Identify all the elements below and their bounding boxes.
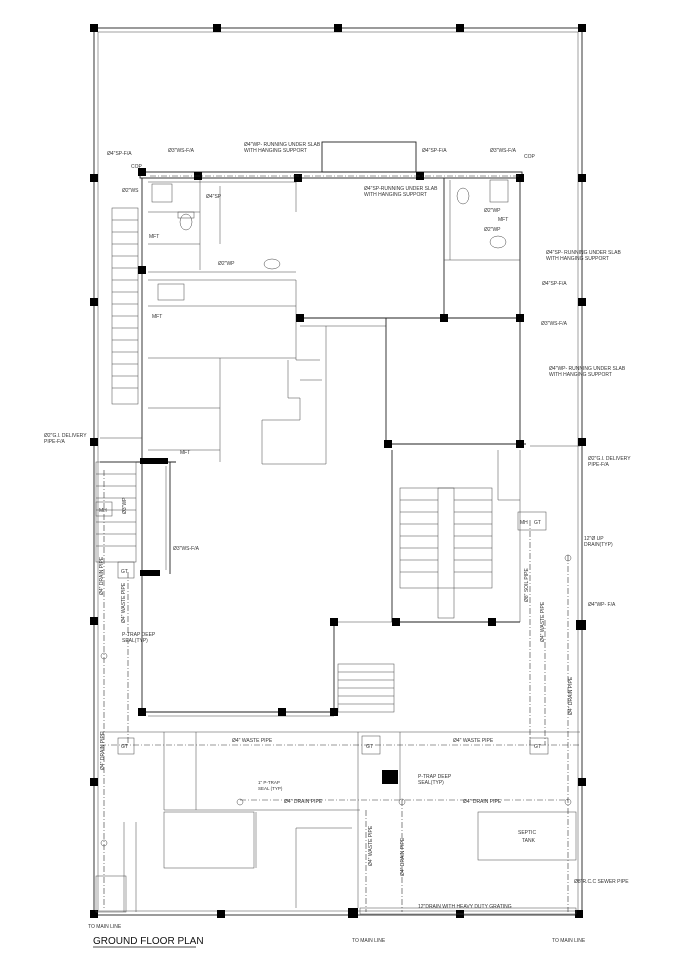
label-gt-mid-right: GT — [534, 520, 541, 526]
label-wp-running-right-b: WITH HANGING SUPPORT — [549, 372, 612, 378]
label-sp-running-right: Ø4"SP- RUNNING UNDER SLAB — [546, 250, 622, 256]
label-gi-delivery-right: Ø2"G.I. DELIVERY — [588, 456, 631, 462]
label-drain-pipe-v: Ø4" DRAIN PIPE — [400, 837, 406, 876]
label-ws-left-1: Ø2"WS — [122, 188, 139, 194]
label-to-main-mid: TO MAIN LINE — [352, 938, 386, 944]
stair-left-upper — [111, 207, 139, 405]
label-to-main-left: TO MAIN LINE — [88, 924, 122, 930]
label-gt-row-1: GT — [121, 744, 128, 750]
label-gt-row-3: GT — [534, 744, 541, 750]
label-ws-fa-mid: Ø3"WS-F/A — [173, 546, 200, 552]
label-sp-running-right-b: WITH HANGING SUPPORT — [546, 256, 609, 262]
label-drain-grating: 12"DRAIN WITH HEAVY DUTY GRATING — [418, 904, 512, 910]
fixtures — [151, 179, 509, 301]
label-gt-row-2: GT — [366, 744, 373, 750]
interior-columns — [138, 168, 524, 784]
label-wp-running-right: Ø4"WP- RUNNING UNDER SLAB — [549, 366, 626, 372]
stair-center — [399, 487, 493, 619]
label-gi-delivery-right-b: PIPE-F/A — [588, 462, 610, 468]
label-ptrap-mid: P-TRAP DEEP — [418, 774, 452, 780]
label-ptrap-left-b: SEAL(TYP) — [122, 638, 148, 644]
lower-yard — [95, 731, 580, 915]
label-drain-pipe-left-2: Ø4" DRAIN PIPE — [100, 731, 106, 770]
label-up-drain: 12"Ø UP — [584, 536, 604, 542]
label-ws-fa-top-right: Ø3"WS-F/A — [490, 148, 517, 154]
label-wp-right-1: Ø2"WP — [484, 208, 501, 214]
label-sp-left: Ø4"SP — [206, 194, 222, 200]
label-wp-left: Ø2"WP — [218, 261, 235, 267]
plot-boundary — [93, 27, 583, 916]
label-mft-2: MFT — [498, 217, 508, 223]
label-wp-running-1b: WITH HANGING SUPPORT — [244, 148, 307, 154]
label-tank: TANK — [522, 838, 536, 844]
trap-boxes — [95, 501, 572, 847]
annotations: Ø4"SP-F/A Ø3"WS-F/A Ø4"WP- RUNNING UNDER… — [44, 142, 631, 948]
label-mh-right: MH — [520, 520, 528, 526]
label-sp-fa-right: Ø4"SP-F/A — [542, 281, 567, 287]
label-gi-delivery-left-b: PIPE-F/A — [44, 439, 66, 445]
label-soil-pipe: Ø8" SOIL PIPE — [524, 568, 530, 602]
label-gi-delivery-left: Ø2"G.I. DELIVERY — [44, 433, 87, 439]
label-wp-fa-right: Ø4"WP- F/A — [588, 602, 616, 608]
label-up-drain-b: DRAIN(TYP) — [584, 542, 613, 548]
label-gt-left-mid: GT — [121, 569, 128, 575]
label-trap-small: 1" P-TRAP — [258, 780, 280, 785]
label-septic: SEPTIC — [518, 830, 536, 836]
label-wp-vertical: Ø3"WP — [122, 497, 128, 514]
label-drain-pipe-right: Ø4" DRAIN PIPE — [568, 676, 574, 715]
label-wp-running-1: Ø4"WP- RUNNING UNDER SLAB — [244, 142, 321, 148]
label-waste-pipe-row-2: Ø4" WASTE PIPE — [453, 738, 494, 744]
page-title: GROUND FLOOR PLAN — [93, 936, 204, 947]
label-waste-pipe-right: Ø4" WASTE PIPE — [540, 601, 546, 642]
label-waste-pipe-left: Ø4" WASTE PIPE — [121, 582, 127, 623]
label-to-main-right: TO MAIN LINE — [552, 938, 586, 944]
label-wp-right-2: Ø2"WP — [484, 227, 501, 233]
building-walls — [100, 141, 526, 717]
pipe-runs — [100, 175, 580, 912]
label-drain-pipe-left: Ø4" DRAIN PIPE — [99, 556, 105, 595]
label-waste-pipe-row-1: Ø4" WASTE PIPE — [232, 738, 273, 744]
label-mft-1: MFT — [149, 234, 159, 240]
label-sp-fa-top-mid: Ø4"SP-F/A — [422, 148, 447, 154]
label-trap-small-b: SEAL (TYP) — [258, 786, 283, 791]
label-ws-fa-right: Ø3"WS-F/A — [541, 321, 568, 327]
label-mh-left: MH — [99, 508, 107, 514]
entrance-steps — [337, 663, 395, 713]
boundary-columns — [90, 24, 586, 918]
label-sp-running-center-b: WITH HANGING SUPPORT — [364, 192, 427, 198]
label-ptrap-left: P-TRAP DEEP — [122, 632, 156, 638]
label-sp-running-center: Ø4"SP-RUNNING UNDER SLAB — [364, 186, 438, 192]
label-mft-4: MFT — [180, 450, 190, 456]
label-ws-fa-top: Ø3"WS-F/A — [168, 148, 195, 154]
label-waste-pipe-v: Ø4" WASTE PIPE — [368, 825, 374, 866]
label-drain-pipe-h1: Ø4" DRAIN PIPE — [284, 799, 323, 805]
label-rcc-sewer: Ø8"R.C.C SEWER PIPE — [574, 879, 629, 885]
label-mft-3: MFT — [152, 314, 162, 320]
label-cop-left: COP — [131, 164, 143, 170]
label-ptrap-mid-b: SEAL(TYP) — [418, 780, 444, 786]
label-sp-fa-top-left: Ø4"SP-F/A — [107, 151, 132, 157]
label-drain-pipe-h2: Ø4" DRAIN PIPE — [463, 799, 502, 805]
label-cop-right: COP — [524, 154, 536, 160]
